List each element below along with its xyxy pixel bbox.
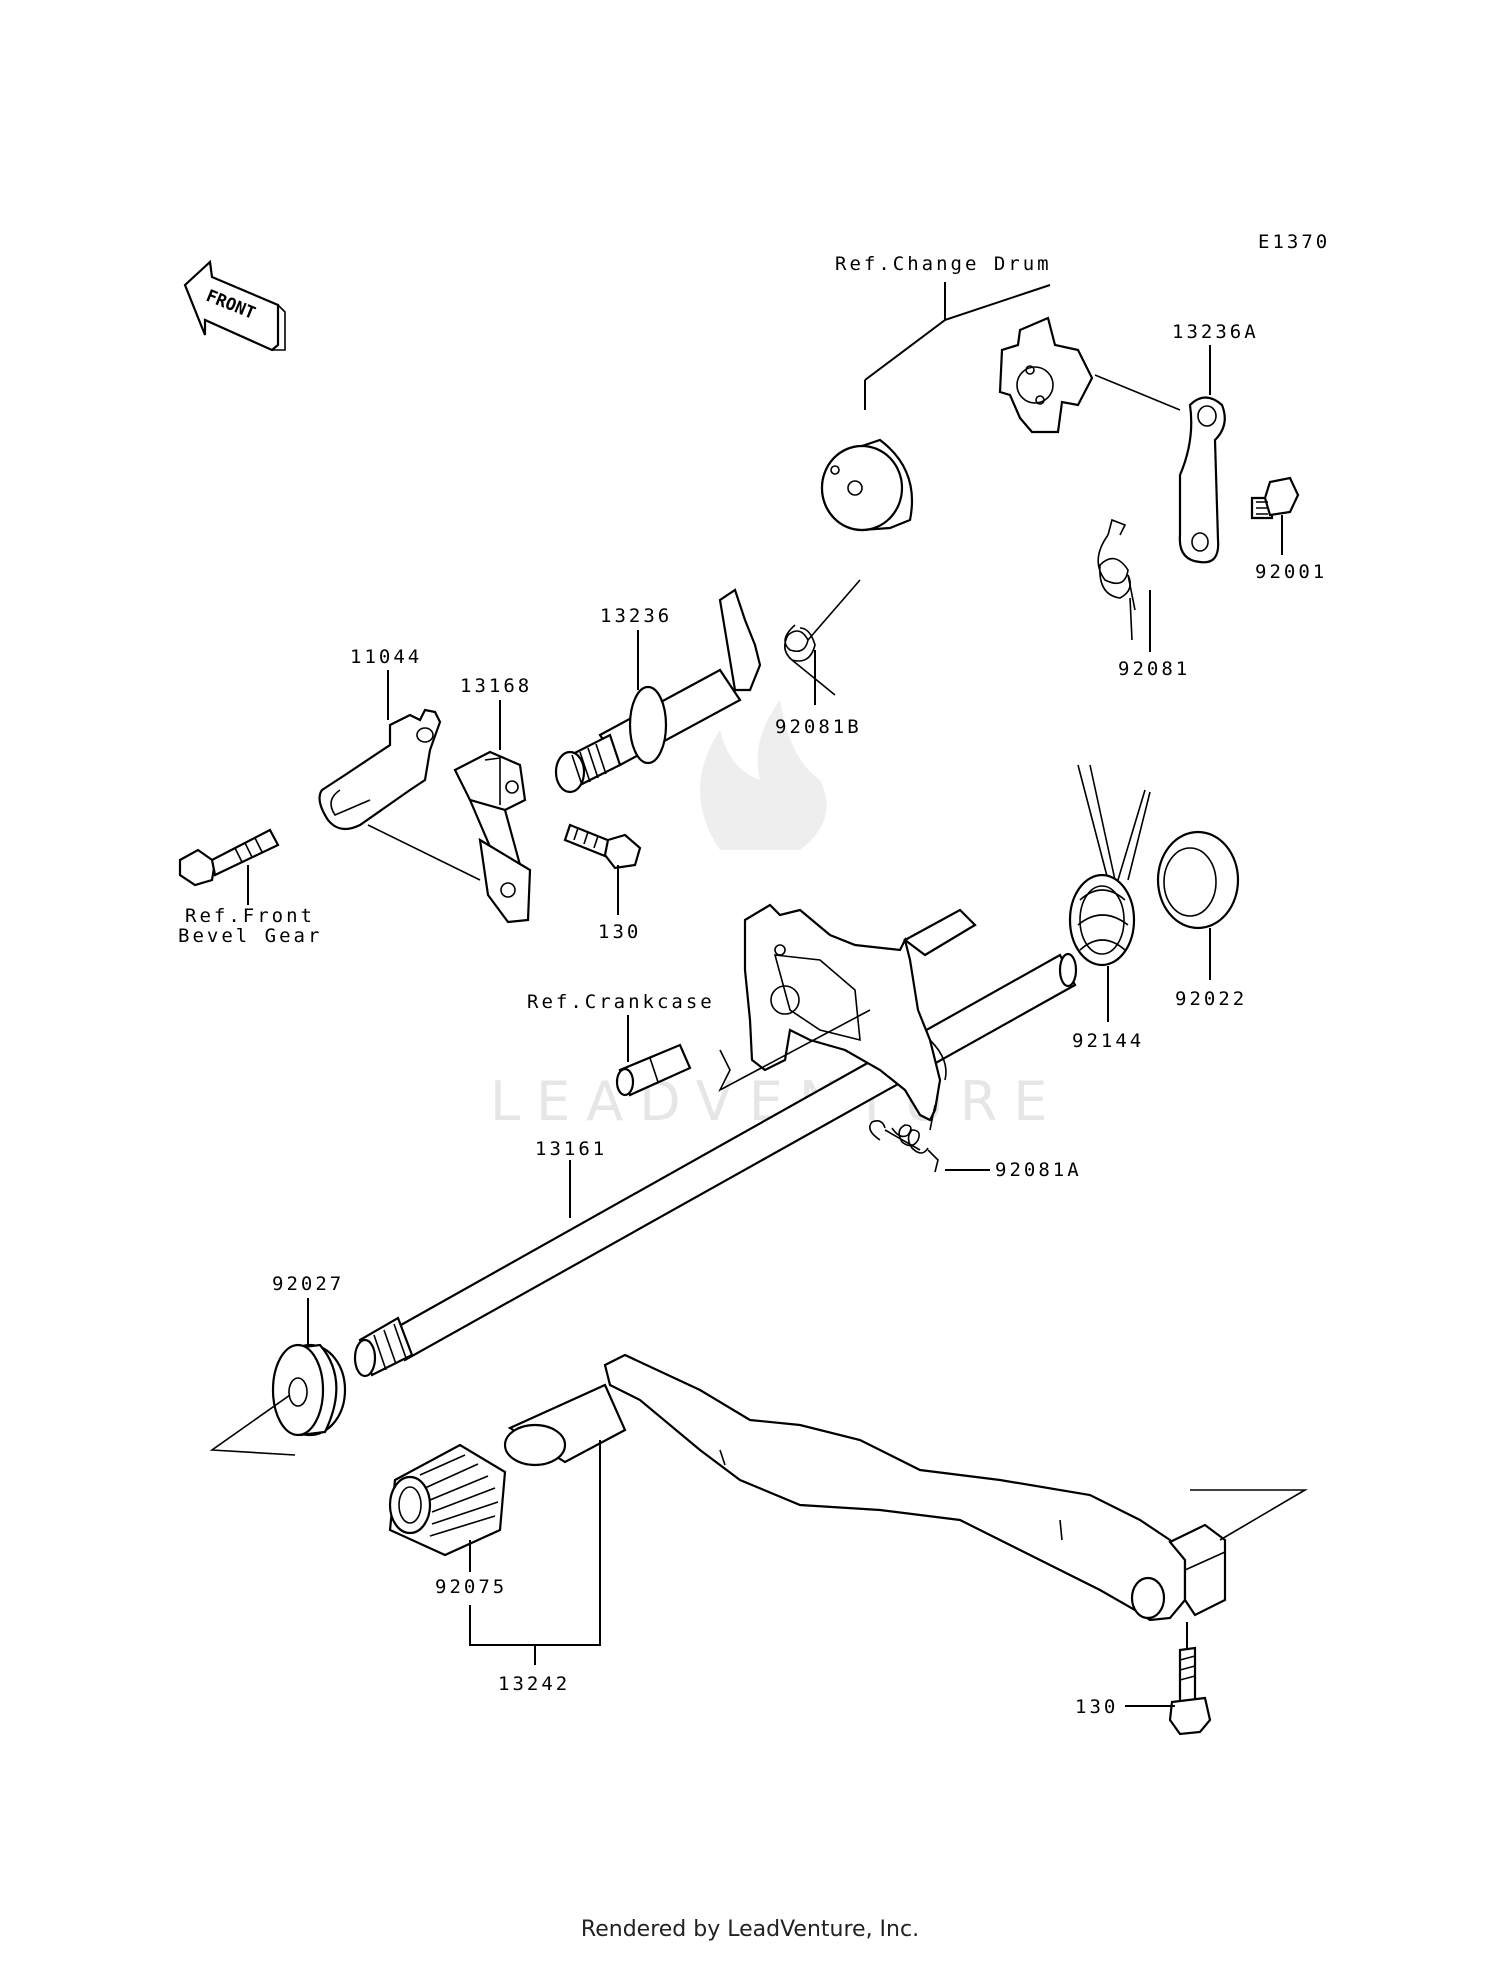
diagram-code: E1370 — [1258, 231, 1330, 253]
part-130b-label: 130 — [1075, 1696, 1118, 1718]
part-13161-label: 13161 — [535, 1138, 607, 1160]
part-130-bolt-upper — [563, 823, 642, 870]
part-13242-leader — [469, 1440, 601, 1665]
part-92001-label: 92001 — [1255, 561, 1327, 583]
front-bevel-bolt — [178, 828, 280, 887]
part-92001-bolt — [1250, 476, 1300, 520]
part-92027-washer — [271, 1343, 347, 1437]
watermark: LEADVENTURE — [490, 700, 1047, 1133]
part-92144-label: 92144 — [1072, 1030, 1144, 1052]
part-130-bolt-lower — [1168, 1646, 1212, 1736]
ref-change-drum-label: Ref.Change Drum — [835, 253, 1052, 275]
part-92075-rubber — [388, 1443, 507, 1557]
part-13236A-label: 13236A — [1172, 321, 1259, 343]
part-13242-label: 13242 — [498, 1673, 570, 1695]
washer-ref-leader — [209, 1394, 296, 1456]
ref-crankcase-label: Ref.Crankcase — [527, 991, 715, 1013]
part-130a-label: 130 — [598, 921, 641, 943]
part-92081B-spring — [784, 579, 861, 696]
part-92022-washer — [1156, 830, 1240, 930]
part-13236-label: 13236 — [600, 605, 672, 627]
front-arrow-icon: FRONT — [183, 259, 286, 352]
part-11044-label: 11044 — [350, 646, 422, 668]
part-92081-label: 92081 — [1118, 658, 1190, 680]
part-92027-label: 92027 — [272, 1273, 344, 1295]
crankcase-pin — [615, 1043, 692, 1097]
part-13236-shaft — [554, 588, 762, 794]
part-92081B-label: 92081B — [775, 716, 862, 738]
change-drum-pin-plate — [998, 316, 1094, 434]
part-13161-shift-shaft — [353, 952, 1078, 1378]
part-92144-spring — [1068, 764, 1151, 967]
ref-change-drum-leader — [864, 282, 1051, 410]
part-92081-spring — [1097, 518, 1136, 641]
part-13168-label: 13168 — [460, 675, 532, 697]
change-drum-cam — [820, 438, 914, 532]
part-92075-label: 92075 — [435, 1576, 507, 1598]
part-92022-label: 92022 — [1175, 988, 1247, 1010]
part-11044-bracket — [318, 708, 481, 881]
part-13168-clamp — [453, 750, 532, 924]
crankcase-pin-leader — [718, 1009, 871, 1092]
ref-front-bevel-label-2: Bevel Gear — [178, 925, 322, 947]
part-13236A-lever — [1178, 396, 1226, 564]
footer-credit: Rendered by LeadVenture, Inc. — [580, 1917, 920, 1942]
part-92081A-spring — [869, 1104, 939, 1173]
part-92081A-label: 92081A — [995, 1159, 1082, 1181]
ref-front-bevel-label-1: Ref.Front — [185, 905, 315, 927]
part-13242-shift-pedal — [503, 1353, 1227, 1622]
pedal-ref-leader — [1190, 1489, 1308, 1541]
pin-plate-leader — [1094, 374, 1181, 411]
